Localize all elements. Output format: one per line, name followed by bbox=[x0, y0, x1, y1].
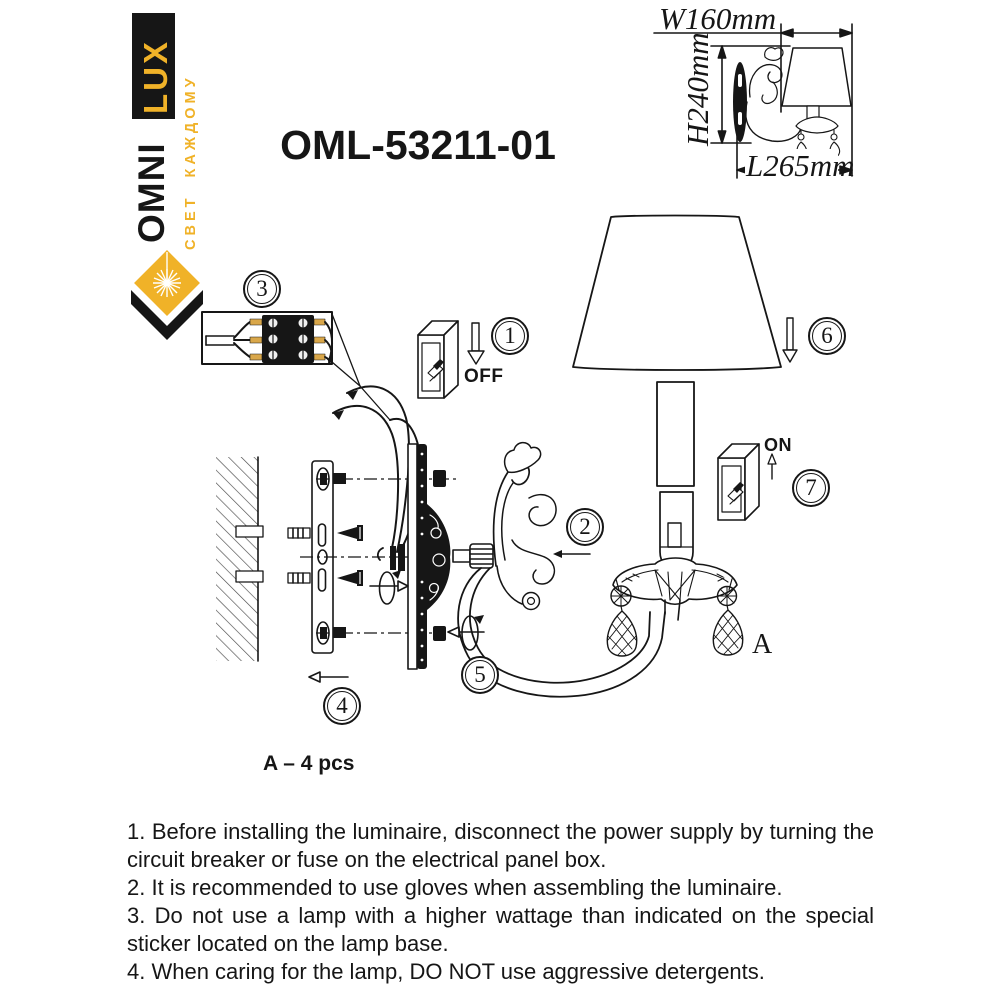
height-dimension-label: H240mm bbox=[680, 32, 715, 147]
power-switch-off bbox=[417, 320, 485, 399]
length-dimension-label: L265mm bbox=[745, 148, 855, 183]
part-marker-label: A bbox=[752, 629, 773, 660]
mounting-screws bbox=[337, 525, 363, 586]
step-badge-5: 5 bbox=[461, 656, 499, 694]
step-badge-1: 1 bbox=[491, 317, 529, 355]
wall-plugs bbox=[287, 527, 311, 584]
dimension-diagram: W160mm H240mm L265mm bbox=[653, 1, 855, 183]
power-switch-on bbox=[717, 443, 777, 521]
step4-arrow bbox=[308, 671, 349, 683]
model-number-title: OML-53211-01 bbox=[280, 122, 556, 168]
switch-off-label: OFF bbox=[464, 366, 504, 387]
logo-diamond-icon bbox=[131, 250, 203, 340]
instruction-item-3: 3. Do not use a lamp with a higher watta… bbox=[127, 903, 874, 956]
step-badge-3: 3 bbox=[243, 270, 281, 308]
step-badge-2: 2 bbox=[566, 508, 604, 546]
instruction-item-4: 4. When caring for the lamp, DO NOT use … bbox=[127, 959, 765, 984]
instruction-item-2: 2. It is recommended to use gloves when … bbox=[127, 875, 783, 900]
logo-lux-box: LUX bbox=[132, 13, 175, 119]
step2-arrow bbox=[553, 550, 591, 558]
step-badge-6: 6 bbox=[808, 317, 846, 355]
backplate bbox=[376, 443, 451, 670]
lamp-arm bbox=[452, 441, 666, 698]
step-badge-4: 4 bbox=[323, 687, 361, 725]
wall-section bbox=[216, 456, 264, 662]
instructions-block: 1. Before installing the luminaire, disc… bbox=[127, 818, 874, 986]
instruction-item-1: 1. Before installing the luminaire, disc… bbox=[127, 819, 874, 872]
candle-assembly: A bbox=[606, 381, 773, 660]
parts-count-note: A – 4 pcs bbox=[263, 752, 355, 775]
step-badge-7: 7 bbox=[792, 469, 830, 507]
lampshade bbox=[572, 214, 798, 371]
rotate-backplate-icon bbox=[369, 570, 409, 605]
width-dimension-label: W160mm bbox=[659, 1, 776, 36]
rotate-arm-icon bbox=[447, 615, 485, 651]
junction-box-inset bbox=[201, 311, 391, 421]
switch-on-label: ON bbox=[764, 435, 792, 455]
